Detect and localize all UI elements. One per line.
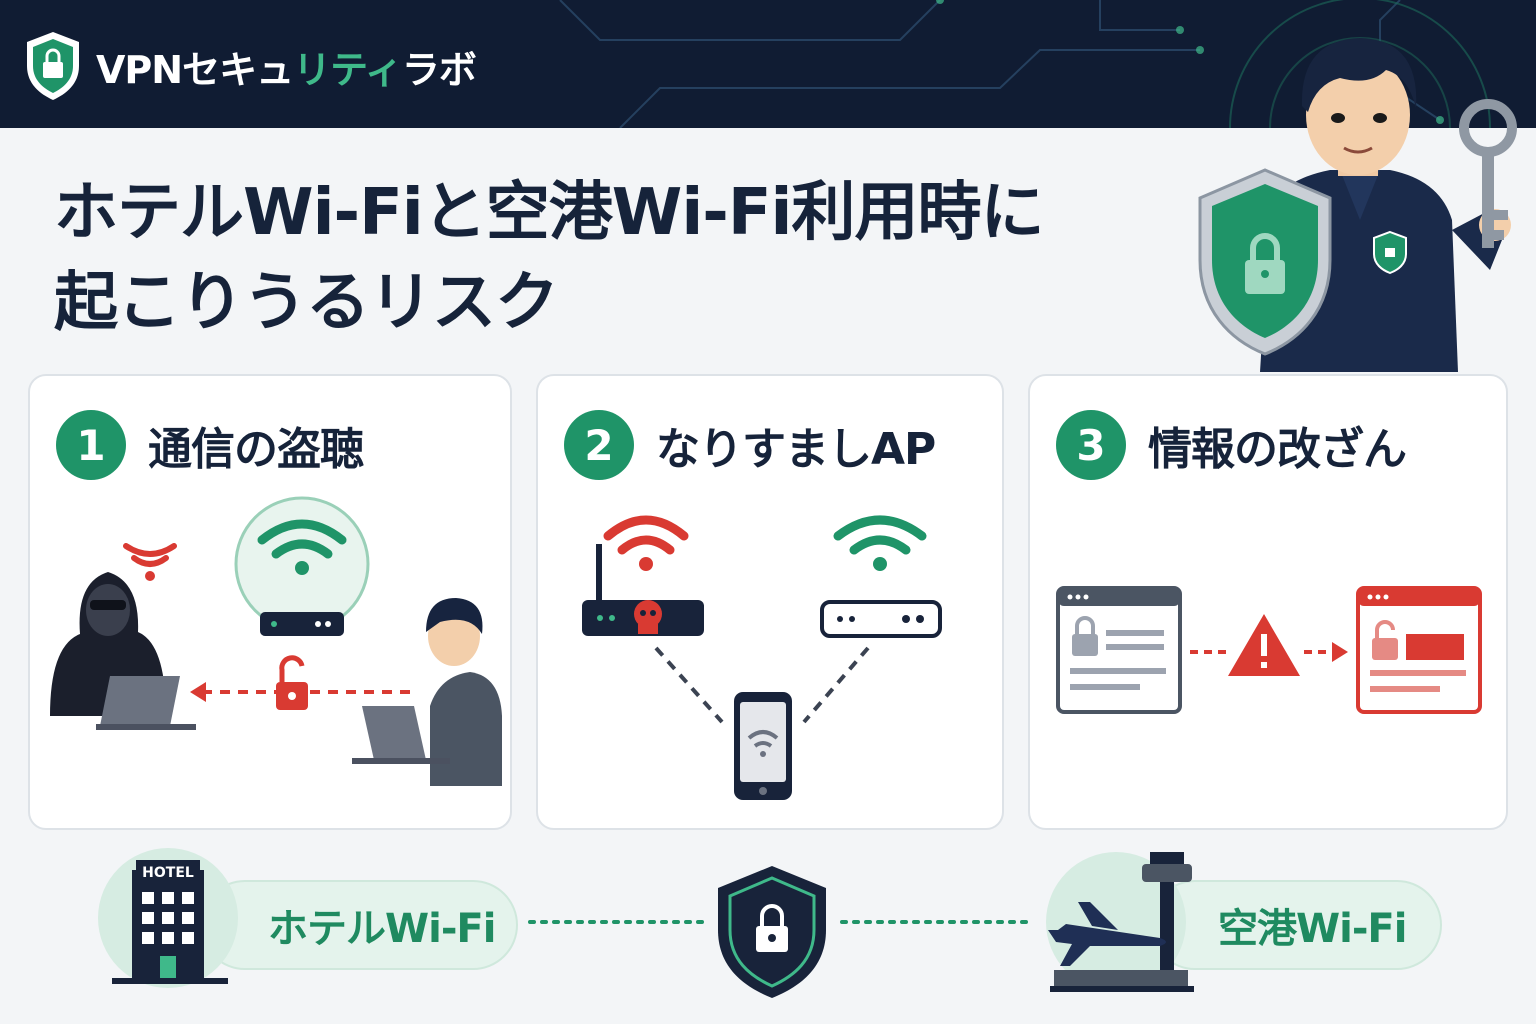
risk-card-header: 1 通信の盗聴: [56, 410, 364, 480]
hotel-wifi-label: ホテルWi-Fi: [268, 906, 496, 952]
risk-card-tampering: 3 情報の改ざん: [1028, 374, 1508, 830]
risk-card-header: 3 情報の改ざん: [1056, 410, 1407, 480]
key-icon: [1459, 99, 1517, 248]
risk-title: 通信の盗聴: [148, 424, 364, 475]
large-shield-icon: [1198, 168, 1332, 356]
risk-title: 情報の改ざん: [1148, 424, 1407, 475]
center-shield-lock-icon: [718, 866, 826, 998]
risk-card-eavesdropping: 1 通信の盗聴: [28, 374, 512, 830]
title-line-1: ホテルWi-Fiと空港Wi-Fi利用時に: [54, 176, 1045, 250]
rogue-ap-illustration: [582, 515, 942, 800]
airport-icon: [1046, 852, 1194, 992]
airport-wifi-pill: 空港Wi-Fi: [1150, 880, 1442, 970]
risk-card-rogue-ap: 2 なりすましAP: [536, 374, 1004, 830]
hotel-building-icon: HOTEL: [98, 848, 238, 988]
tampering-illustration: [1056, 586, 1482, 714]
title-line-2: 起こりうるリスク: [54, 266, 559, 340]
smartphone-icon: [734, 692, 792, 800]
chest-shield-icon: [1373, 230, 1407, 275]
risk-card-header: 2 なりすましAP: [564, 410, 936, 480]
bottom-illustrations: HOTEL: [98, 848, 1194, 998]
hotel-wifi-pill: ホテルWi-Fi: [200, 880, 518, 970]
brand-logo: VPNセキュリティラボ: [24, 30, 477, 102]
warning-icon: [1228, 614, 1300, 676]
risk-number-badge: 1: [56, 410, 126, 480]
user-laptop-icon: [352, 598, 502, 786]
hotel-sign: HOTEL: [142, 865, 194, 881]
wifi-router-icon: [234, 496, 370, 636]
risk-number-badge: 3: [1056, 410, 1126, 480]
shield-lock-icon: [27, 32, 79, 100]
eavesdropping-illustration: [50, 496, 502, 786]
unlocked-padlock-icon: [276, 655, 308, 710]
malicious-router-icon: [582, 515, 704, 636]
hacker-icon: [50, 543, 196, 730]
tampered-browser-icon: [1356, 586, 1482, 714]
risk-number-badge: 2: [564, 410, 634, 480]
page-title: ホテルWi-Fiと空港Wi-Fi利用時に 起こりうるリスク: [54, 168, 1204, 348]
risk-title: なりすましAP: [656, 424, 936, 475]
legit-router-icon: [820, 515, 942, 638]
security-mascot: [1198, 38, 1517, 372]
intercept-arrow: [190, 682, 410, 702]
airport-wifi-label: 空港Wi-Fi: [1218, 906, 1407, 952]
browser-window-icon: [1056, 586, 1182, 714]
brand-name: VPNセキュリティラボ: [96, 47, 477, 92]
